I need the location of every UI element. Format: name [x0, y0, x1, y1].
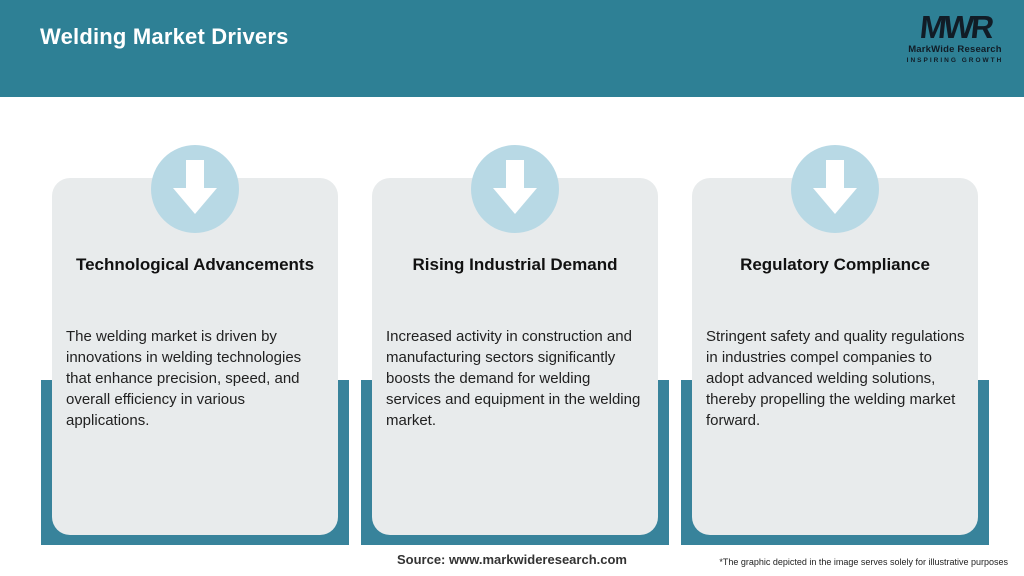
driver-card-rising-industrial-demand: Rising Industrial Demand Increased activ…: [361, 145, 669, 545]
logo-monogram: MWR: [917, 9, 993, 45]
page-title: Welding Market Drivers: [40, 24, 289, 49]
driver-card-technological-advancements: Technological Advancements The welding m…: [41, 145, 349, 545]
card-description: Stringent safety and quality regulations…: [706, 328, 965, 429]
header-bar: Welding Market Drivers MWR MarkWide Rese…: [0, 0, 1024, 97]
card-panel: Technological Advancements The welding m…: [52, 178, 338, 535]
logo-tagline: INSPIRING GROWTH: [906, 57, 1004, 64]
logo-name: MarkWide Research: [908, 44, 1002, 55]
down-arrow-badge: [791, 145, 879, 233]
driver-card-regulatory-compliance: Regulatory Compliance Stringent safety a…: [681, 145, 989, 545]
markwide-research-logo: MWR MarkWide Research INSPIRING GROWTH: [900, 9, 1010, 64]
down-arrow-icon: [811, 158, 859, 221]
card-title: Rising Industrial Demand: [412, 255, 618, 274]
down-arrow-badge: [151, 145, 239, 233]
card-panel: Regulatory Compliance Stringent safety a…: [692, 178, 978, 535]
card-description: Increased activity in construction and m…: [386, 328, 641, 429]
disclaimer-text: *The graphic depicted in the image serve…: [719, 557, 1008, 567]
source-text: Source: www.markwideresearch.com: [396, 552, 627, 567]
down-arrow-badge: [471, 145, 559, 233]
card-title: Regulatory Compliance: [740, 255, 930, 274]
card-title: Technological Advancements: [75, 255, 315, 274]
down-arrow-icon: [491, 158, 539, 221]
card-description: The welding market is driven by innovati…: [66, 328, 302, 429]
down-arrow-icon: [171, 158, 219, 221]
card-panel: Rising Industrial Demand Increased activ…: [372, 178, 658, 535]
